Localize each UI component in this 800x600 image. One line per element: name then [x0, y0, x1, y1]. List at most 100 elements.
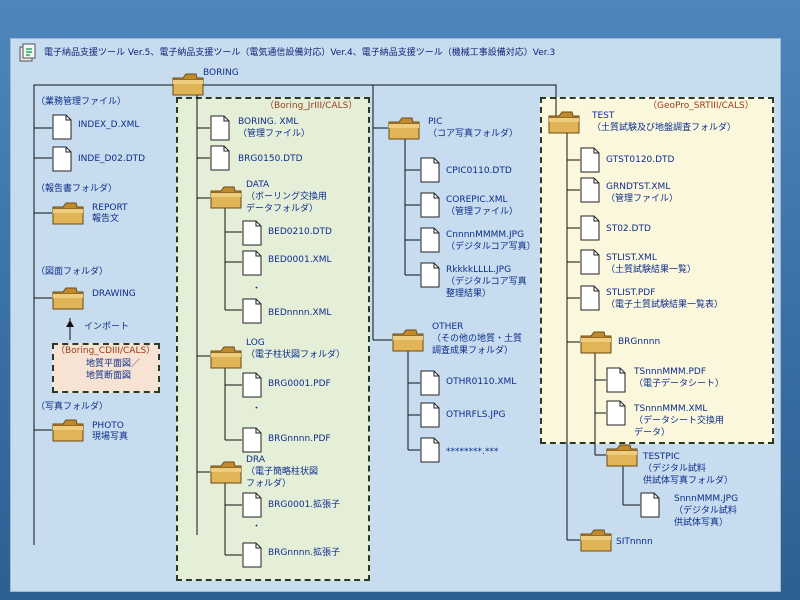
folder-other-sub2: 調査成果フォルダ）: [432, 346, 514, 356]
folder-testpic: TESTPIC: [643, 452, 680, 462]
st02-file-icon: [580, 215, 600, 241]
file-index-xml: INDEX_D.XML: [78, 120, 140, 130]
jriii-header: （Boring_JrIII/CALS）: [265, 101, 358, 111]
cdiii-line-2: 地質断面図: [86, 371, 132, 381]
file-brg0150: BRG0150.DTD: [238, 154, 303, 164]
file-st02: ST02.DTD: [606, 224, 651, 234]
file-stlist-pdf: STLIST.PDF: [606, 288, 656, 298]
green-box: [176, 97, 370, 581]
data-folder-icon: [210, 185, 242, 209]
file-bed0210: BED0210.DTD: [268, 227, 332, 237]
file-grndtst-sub: （管理ファイル）: [606, 194, 679, 204]
brgnnnn-pdf-file-icon: [242, 427, 262, 453]
file-rkkkk-sub2: 整理結果）: [446, 289, 492, 299]
brg0001-pdf-file-icon: [242, 372, 262, 398]
file-rkkkk: RkkkkLLLL.JPG: [446, 265, 512, 275]
file-tsnnn-pdf-sub: （電子データシート）: [634, 379, 725, 389]
file-gtst0120: GTST0120.DTD: [606, 155, 675, 165]
boring-folder-icon: [172, 72, 204, 96]
file-tsnnn-xml-sub1: （データシート交換用: [634, 416, 725, 426]
othrfls-file-icon: [420, 402, 440, 428]
folder-dra-sub1: （電子簡略柱状図: [246, 467, 319, 477]
folder-sitnnnn: SITnnnn: [616, 537, 653, 547]
group-label-management: （業務管理ファイル）: [36, 97, 127, 107]
file-brg0001-ext: BRG0001.拡張子: [268, 500, 341, 510]
file-boring-xml-sub: （管理ファイル）: [238, 129, 311, 139]
file-boring-xml: BORING. XML: [238, 117, 299, 127]
rkkkk-file-icon: [420, 262, 440, 288]
group-label-report: （報告書フォルダ）: [36, 184, 118, 194]
bednnnn-file-icon: [242, 298, 262, 324]
folder-testpic-sub2: 供試体写真フォルダ）: [643, 476, 734, 486]
brgnnnn-folder-icon: [580, 330, 612, 354]
dots-data: ・: [252, 284, 262, 294]
brg0150-file-icon: [210, 145, 230, 171]
group-label-drawing: （図面フォルダ）: [36, 267, 109, 277]
folder-data-sub2: データフォルダ）: [246, 204, 319, 214]
file-snnn-sub1: （デジタル試料: [674, 506, 737, 516]
file-cpic0110: CPIC0110.DTD: [446, 166, 512, 176]
dots-dra: ・: [252, 522, 262, 532]
folder-drawing: DRAWING: [92, 289, 136, 299]
pink-box: [52, 343, 160, 393]
photo-folder-icon: [52, 418, 84, 442]
folder-pic: PIC: [428, 117, 443, 127]
cpic0110-file-icon: [420, 157, 440, 183]
tsnnn-pdf-file-icon: [606, 367, 626, 393]
group-label-photo: （写真フォルダ）: [36, 402, 109, 412]
srtiii-header: （GeoPro_SRTIII/CALS）: [648, 101, 754, 111]
bed0210-file-icon: [242, 220, 262, 246]
folder-dra: DRA: [246, 455, 265, 465]
yellow-box: [540, 97, 774, 444]
folder-photo: PHOTO: [92, 421, 124, 431]
brg0001-ext-file-icon: [242, 492, 262, 518]
file-cnnnn: CnnnnMMMM.JPG: [446, 230, 525, 240]
file-corepic-sub: （管理ファイル）: [446, 207, 519, 217]
folder-other: OTHER: [432, 322, 464, 332]
folder-log-sub: （電子柱状図フォルダ）: [246, 350, 346, 360]
brgnnnn-ext-file-icon: [242, 542, 262, 568]
file-tsnnn-xml: TSnnnMMM.XML: [634, 404, 708, 414]
folder-test: TEST: [592, 111, 615, 121]
file-snnn-sub2: 供試体写真）: [674, 518, 729, 528]
file-snnn: SnnnMMM.JPG: [674, 494, 739, 504]
file-cnnnn-sub: （デジタルコア写真）: [446, 242, 536, 252]
drawing-folder-icon: [52, 286, 84, 310]
snnn-file-icon: [640, 492, 660, 518]
file-rkkkk-sub1: （デジタルコア写真: [446, 277, 527, 287]
cnnnn-file-icon: [420, 227, 440, 253]
diagram-title: 電子納品支援ツール Ver.5、電子納品支援ツール（電気通信設備対応）Ver.4…: [44, 48, 556, 58]
bed0001-file-icon: [242, 250, 262, 276]
folder-dra-sub2: フォルダ）: [246, 479, 292, 489]
pic-folder-icon: [388, 116, 420, 140]
gtst0120-file-icon: [580, 147, 600, 173]
folder-report: REPORT: [92, 203, 128, 213]
file-tsnnn-xml-sub2: データ）: [634, 428, 671, 438]
file-bednnnn: BEDnnnn.XML: [268, 308, 332, 318]
report-folder-icon: [52, 201, 84, 225]
folder-test-sub: （土質試験及び地盤調査フォルダ）: [592, 123, 737, 133]
tsnnn-xml-file-icon: [606, 400, 626, 426]
index-xml-file-icon: [52, 114, 72, 140]
file-corepic: COREPIC.XML: [446, 195, 508, 205]
file-brgnnnn-pdf: BRGnnnn.PDF: [268, 434, 331, 444]
folder-testpic-sub1: （デジタル試料: [643, 464, 706, 474]
othr0110-file-icon: [420, 370, 440, 396]
file-bed0001: BED0001.XML: [268, 255, 332, 265]
folder-data-sub1: （ボーリング交換用: [246, 192, 328, 202]
import-label: インポート: [84, 322, 130, 332]
test-folder-icon: [548, 110, 580, 134]
file-stlist-xml: STLIST.XML: [606, 253, 657, 263]
file-tsnnn-pdf: TSnnnMMM.PDF: [634, 367, 707, 377]
other-folder-icon: [392, 328, 424, 352]
cdiii-header: （Boring_CDIII/CALS）: [56, 346, 156, 356]
folder-other-sub1: （その他の地質・土質: [432, 334, 523, 344]
dra-folder-icon: [210, 460, 242, 484]
stlist-pdf-file-icon: [580, 285, 600, 311]
sitnnnn-folder-icon: [580, 528, 612, 552]
folder-data: DATA: [246, 180, 270, 190]
file-index-dtd: INDE_D02.DTD: [78, 154, 146, 164]
file-brgnnnn-ext: BRGnnnn.拡張子: [268, 548, 341, 558]
wildcard-file-icon: [420, 437, 440, 463]
